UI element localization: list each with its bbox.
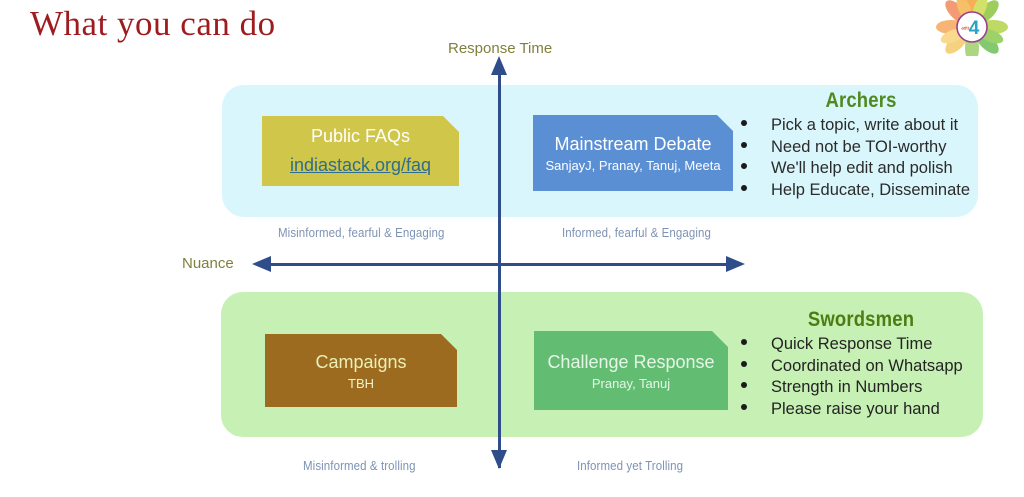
challenge-response-members: Pranay, Tanuj: [591, 375, 671, 391]
public-faqs-card[interactable]: Public FAQs indiastack.org/faq: [262, 116, 459, 186]
bullet-dot-icon: [741, 141, 747, 148]
horizontal-axis-line: [258, 263, 736, 266]
challenge-response-card[interactable]: Challenge Response Pranay, Tanuj: [534, 331, 728, 410]
arrow-right-icon: [726, 256, 745, 272]
list-item-label: We'll help edit and polish: [771, 159, 953, 177]
persona-archers-heading: Archers: [825, 89, 897, 112]
list-item: Quick Response Time: [741, 334, 981, 356]
bullet-dot-icon: [741, 360, 747, 367]
quadrant-label-top-left: Misinformed, fearful & Engaging: [278, 226, 445, 240]
arrow-up-icon: [491, 56, 507, 75]
public-faqs-title: Public FAQs: [310, 126, 411, 146]
persona-archers-bullet-list: Pick a topic, write about it Need not be…: [741, 115, 981, 201]
persona-swordsmen-heading: Swordsmen: [807, 308, 915, 331]
arrow-left-icon: [252, 256, 271, 272]
quadrant-label-bottom-left: Misinformed & trolling: [303, 459, 416, 473]
bullet-dot-icon: [741, 163, 747, 169]
list-item-label: Need not be TOI-worthy: [771, 137, 947, 156]
page-title: What you can do: [30, 4, 276, 43]
list-item-label: Quick Response Time: [771, 335, 933, 353]
persona-swordsmen-bullet-list: Quick Response Time Coordinated on Whats…: [741, 334, 981, 420]
bullet-dot-icon: [741, 403, 747, 410]
quadrant-label-top-right: Informed, fearful & Engaging: [562, 226, 711, 240]
horizontal-axis-label: Nuance: [182, 255, 234, 272]
bullet-dot-icon: [741, 184, 747, 191]
vertical-axis-line: [498, 72, 501, 468]
mainstream-debate-card[interactable]: Mainstream Debate SanjayJ, Pranay, Tanuj…: [533, 115, 733, 191]
bullet-dot-icon: [741, 339, 747, 345]
list-item: Coordinated on Whatsapp: [741, 356, 981, 378]
mainstream-debate-title: Mainstream Debate: [554, 134, 712, 154]
public-faqs-link[interactable]: indiastack.org/faq: [289, 155, 432, 175]
list-item: Strength in Numbers: [741, 377, 981, 399]
list-item-label: Pick a topic, write about it: [771, 116, 959, 134]
campaigns-title: Campaigns: [315, 351, 407, 372]
list-item-label: Strength in Numbers: [771, 378, 923, 396]
persona-archers: Archers Pick a topic, write about it Nee…: [741, 88, 981, 201]
mainstream-debate-members: SanjayJ, Pranay, Tanuj, Meeta: [545, 158, 721, 173]
svg-text:4: 4: [969, 18, 980, 39]
list-item-label: Coordinated on Whatsapp: [771, 356, 963, 375]
quadrant-label-bottom-right: Informed yet Trolling: [577, 459, 684, 473]
bullet-dot-icon: [741, 120, 747, 126]
list-item: Help Educate, Disseminate: [741, 180, 981, 202]
list-item: Please raise your hand: [741, 399, 981, 421]
lotus-flower-logo-icon: 4 आप: [924, 0, 1020, 63]
persona-swordsmen: Swordsmen Quick Response Time Coordinate…: [741, 307, 981, 420]
campaigns-members: TBH: [348, 375, 374, 391]
list-item: We'll help edit and polish: [741, 158, 981, 180]
list-item-label: Please raise your hand: [771, 399, 940, 418]
list-item: Need not be TOI-worthy: [741, 137, 981, 159]
list-item: Pick a topic, write about it: [741, 115, 981, 137]
vertical-axis-label: Response Time: [448, 40, 553, 57]
arrow-down-icon: [491, 450, 507, 469]
challenge-response-title: Challenge Response: [547, 351, 715, 372]
list-item-label: Help Educate, Disseminate: [771, 180, 971, 199]
bullet-dot-icon: [741, 382, 747, 388]
campaigns-card[interactable]: Campaigns TBH: [265, 334, 457, 407]
svg-text:आप: आप: [961, 26, 969, 32]
